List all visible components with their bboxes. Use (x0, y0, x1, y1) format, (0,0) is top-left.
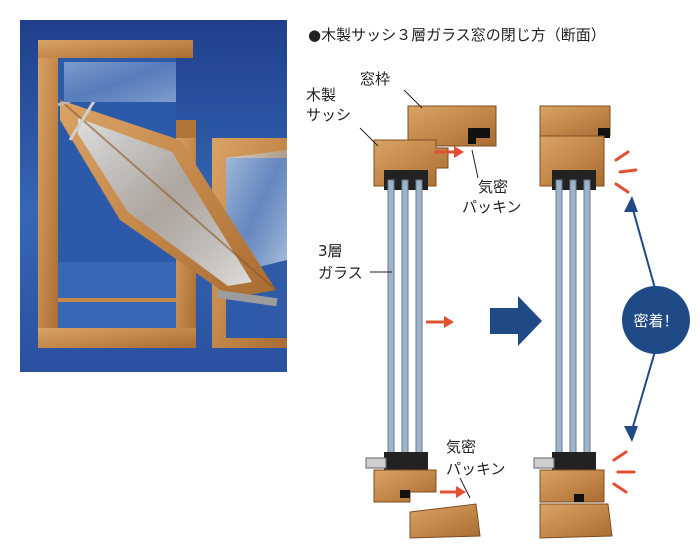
glass-bottom-clamp (384, 452, 428, 470)
label-window-frame: 窓枠 (360, 70, 390, 88)
label-gasket-top-2: パッキン (462, 198, 522, 216)
right-arrow-icon (490, 296, 542, 346)
impact-lines-icon (612, 450, 636, 494)
label-wooden-sash-1: 木製 (306, 86, 336, 104)
cross-section-open (365, 105, 497, 539)
leader-gasket-top (471, 149, 479, 179)
up-arrow-icon (624, 196, 638, 212)
leader-wooden-sash (359, 127, 379, 147)
leader-window-frame (403, 89, 423, 109)
down-arrow-icon (624, 426, 638, 442)
small-red-arrow-icon (440, 486, 466, 498)
impact-lines-icon (614, 150, 638, 194)
label-wooden-sash-2: サッシ (306, 106, 351, 124)
label-gasket-top-1: 気密 (478, 178, 508, 196)
cross-section-closed (533, 105, 613, 539)
gasket-bottom-block (400, 490, 410, 498)
labels: 窓枠 木製 サッシ 気密 パッキン 3層 ガラス 気密 パッキン (306, 70, 522, 499)
photo-open-sash (57, 90, 278, 307)
label-triple-glass-2: ガラス (318, 264, 363, 282)
leader-gasket-bottom (459, 477, 471, 499)
label-gasket-bottom-1: 気密 (446, 438, 476, 456)
diagram-title: ●木製サッシ３層ガラス窓の閉じ方（断面） (308, 26, 606, 44)
small-red-arrow-icon (426, 316, 454, 328)
sealed-indicator: 密着！ (622, 196, 690, 442)
frame-top-block (407, 105, 497, 147)
frame-bottom-block (409, 503, 481, 539)
push-arrows (426, 146, 466, 498)
gasket-top-block (468, 128, 476, 144)
small-red-arrow-icon (434, 146, 464, 158)
label-triple-glass-1: 3層 (318, 242, 343, 260)
photo-top-window (64, 62, 176, 102)
label-gasket-bottom-2: パッキン (446, 460, 506, 478)
frame-bottom-block-closed (539, 503, 613, 539)
sash-bottom-block-closed (539, 469, 605, 503)
photo-main-frame (38, 40, 196, 348)
sealed-badge (622, 286, 690, 354)
triple-glass-open (387, 179, 423, 466)
triple-glass-closed (555, 179, 591, 466)
window-photo (20, 20, 287, 372)
sealed-badge-text: 密着！ (633, 312, 678, 330)
